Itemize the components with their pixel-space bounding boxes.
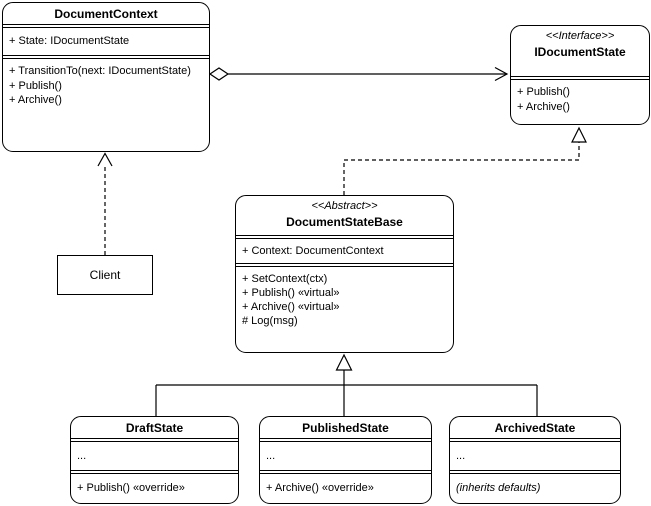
attribute-line: ... (456, 449, 466, 462)
class-title: Client (89, 268, 121, 282)
compartment-divider (260, 470, 431, 474)
compartment-divider (260, 438, 431, 442)
method-line: (inherits defaults) (456, 482, 541, 495)
class-header: <<Interface>> IDocumentState (511, 26, 649, 76)
methods-compartment: + Archive() «override» (260, 474, 431, 503)
attributes-compartment: ... (260, 442, 431, 470)
method-line: + Publish() «virtual» (242, 287, 340, 299)
attributes-compartment: ... (450, 442, 620, 470)
class-document-context[interactable]: DocumentContext + State: IDocumentState … (2, 2, 210, 152)
class-title: ArchivedState (494, 420, 576, 435)
interface-idocument-state[interactable]: <<Interface>> IDocumentState + Publish()… (510, 25, 650, 125)
compartment-divider (236, 235, 453, 239)
attributes-compartment: + State: IDocumentState (3, 28, 209, 55)
method-line: # Log(msg) (242, 315, 298, 327)
compartment-divider (71, 470, 238, 474)
compartment-divider (511, 76, 649, 80)
method-line: + Publish() «override» (77, 482, 185, 495)
method-line: + Publish() (9, 79, 62, 92)
attribute-line: + Context: DocumentContext (242, 244, 384, 257)
method-line: + Archive() «override» (266, 482, 374, 495)
methods-compartment: + TransitionTo(next: IDocumentState) + P… (3, 59, 209, 156)
compartment-divider (450, 438, 620, 442)
class-title: DocumentContext (54, 6, 158, 21)
method-line: + Archive() (517, 101, 570, 113)
class-published-state[interactable]: PublishedState ... + Archive() «override… (259, 416, 432, 504)
compartment-divider (236, 263, 453, 267)
method-line: + SetContext(ctx) (242, 273, 328, 285)
attributes-compartment: + Context: DocumentContext (236, 239, 453, 263)
method-line: + TransitionTo(next: IDocumentState) (9, 65, 191, 77)
generalization-states-to-base[interactable] (155, 353, 538, 416)
class-header: <<Abstract>> DocumentStateBase (236, 196, 453, 235)
class-client[interactable]: Client (57, 255, 153, 295)
attribute-line: ... (77, 449, 87, 462)
class-title: DraftState (125, 420, 184, 435)
stereotype-label: <<Interface>> (545, 30, 615, 42)
realization-statebase-to-interface[interactable] (343, 126, 587, 195)
class-title: PublishedState (302, 420, 389, 435)
compartment-divider (3, 24, 209, 28)
class-title: IDocumentState (534, 45, 626, 59)
class-archived-state[interactable]: ArchivedState ... (inherits defaults) (449, 416, 621, 504)
methods-compartment: + Publish() + Archive() (511, 80, 649, 129)
attributes-compartment: ... (71, 442, 238, 470)
methods-compartment: (inherits defaults) (450, 474, 620, 503)
methods-compartment: + SetContext(ctx) + Publish() «virtual» … (236, 267, 453, 358)
attribute-line: + State: IDocumentState (9, 35, 130, 48)
compartment-divider (3, 55, 209, 59)
method-line: + Publish() (517, 86, 570, 98)
compartment-divider (450, 470, 620, 474)
dependency-client-to-context[interactable] (97, 152, 113, 256)
compartment-divider (71, 438, 238, 442)
method-line: + Archive() «virtual» (242, 301, 340, 313)
class-title: DocumentStateBase (286, 215, 403, 229)
association-context-to-state[interactable] (208, 66, 509, 82)
method-line: + Archive() (9, 94, 62, 106)
methods-compartment: + Publish() «override» (71, 474, 238, 503)
class-document-state-base[interactable]: <<Abstract>> DocumentStateBase + Context… (235, 195, 454, 353)
class-draft-state[interactable]: DraftState ... + Publish() «override» (70, 416, 239, 504)
stereotype-label: <<Abstract>> (311, 200, 378, 212)
attribute-line: ... (266, 449, 276, 462)
